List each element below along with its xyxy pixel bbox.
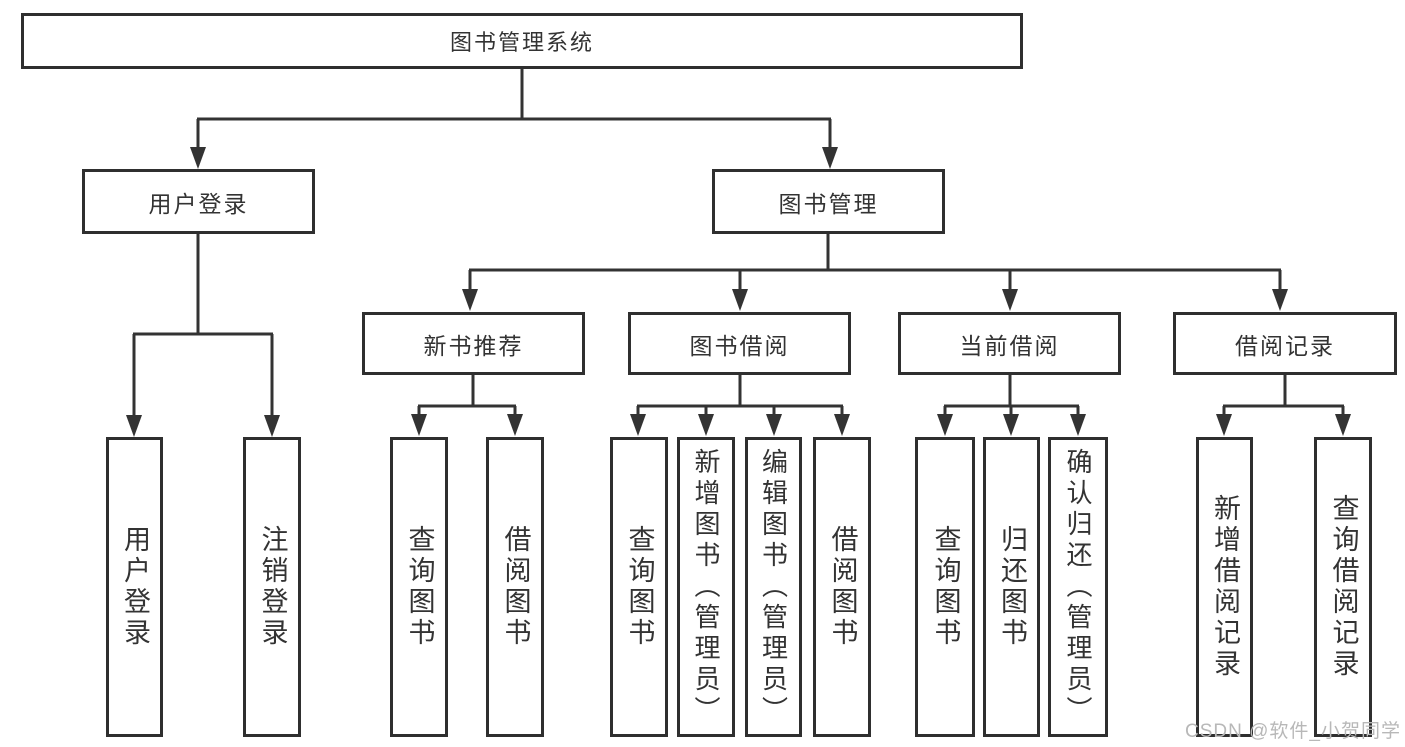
- connector-records-branch: [1216, 375, 1351, 436]
- leaf-logout-label: 注销登录: [257, 525, 288, 649]
- leaf-add-borrow-record: 新增借阅记录: [1196, 437, 1253, 737]
- node-new-book-recommend: 新书推荐: [362, 312, 585, 375]
- leaf-user-login-label: 用户登录: [120, 525, 150, 649]
- node-book-borrow-label: 图书借阅: [689, 332, 790, 359]
- connector-management-to-level3: [462, 233, 1288, 311]
- node-root-library-system: 图书管理系统: [21, 13, 1023, 69]
- leaf-confirm-return-admin: 确认归还（管理员）: [1048, 437, 1108, 737]
- leaf-query-borrow-record: 查询借阅记录: [1314, 437, 1372, 737]
- leaf-add-book-admin-label: 新增图书（管理员）: [691, 447, 721, 727]
- leaf-current-query-label: 查询图书: [930, 525, 961, 649]
- leaf-add-book-admin: 新增图书（管理员）: [677, 437, 735, 737]
- connector-current-branch: [937, 375, 1086, 436]
- leaf-newbook-borrow-label: 借阅图书: [500, 525, 531, 649]
- node-book-management: 图书管理: [712, 169, 945, 234]
- node-borrow-records-label: 借阅记录: [1235, 332, 1335, 359]
- leaf-newbook-query: 查询图书: [390, 437, 448, 737]
- leaf-return-book: 归还图书: [983, 437, 1040, 737]
- node-book-management-label: 图书管理: [778, 190, 879, 217]
- leaf-edit-book-admin-label: 编辑图书（管理员）: [758, 447, 789, 727]
- leaf-newbook-borrow: 借阅图书: [486, 437, 544, 737]
- node-new-book-recommend-label: 新书推荐: [423, 332, 524, 359]
- leaf-borrow-book: 借阅图书: [813, 437, 871, 737]
- leaf-borrow-query: 查询图书: [610, 437, 668, 737]
- node-root-label: 图书管理系统: [449, 30, 594, 55]
- leaf-newbook-query-label: 查询图书: [404, 525, 435, 649]
- node-user-login-label: 用户登录: [148, 190, 249, 217]
- node-current-borrow: 当前借阅: [898, 312, 1121, 375]
- node-user-login: 用户登录: [82, 169, 315, 234]
- node-book-borrow: 图书借阅: [628, 312, 851, 375]
- connector-borrow-branch: [630, 375, 850, 436]
- leaf-query-borrow-record-label: 查询借阅记录: [1328, 494, 1359, 680]
- leaf-confirm-return-admin-label: 确认归还（管理员）: [1063, 447, 1093, 727]
- leaf-user-login: 用户登录: [106, 437, 163, 737]
- leaf-logout: 注销登录: [243, 437, 301, 737]
- leaf-borrow-query-label: 查询图书: [624, 525, 655, 649]
- leaf-edit-book-admin: 编辑图书（管理员）: [745, 437, 802, 737]
- leaf-return-book-label: 归还图书: [997, 525, 1027, 649]
- csdn-watermark: CSDN @软件_小贺同学: [1185, 721, 1401, 742]
- leaf-borrow-book-label: 借阅图书: [827, 525, 858, 649]
- connector-login-branch: [126, 233, 280, 437]
- connector-root-to-level2: [190, 68, 838, 169]
- leaf-current-query: 查询图书: [915, 437, 975, 737]
- leaf-add-borrow-record-label: 新增借阅记录: [1210, 494, 1240, 680]
- node-borrow-records: 借阅记录: [1173, 312, 1397, 375]
- node-current-borrow-label: 当前借阅: [959, 332, 1060, 359]
- connector-newbook-branch: [411, 375, 523, 436]
